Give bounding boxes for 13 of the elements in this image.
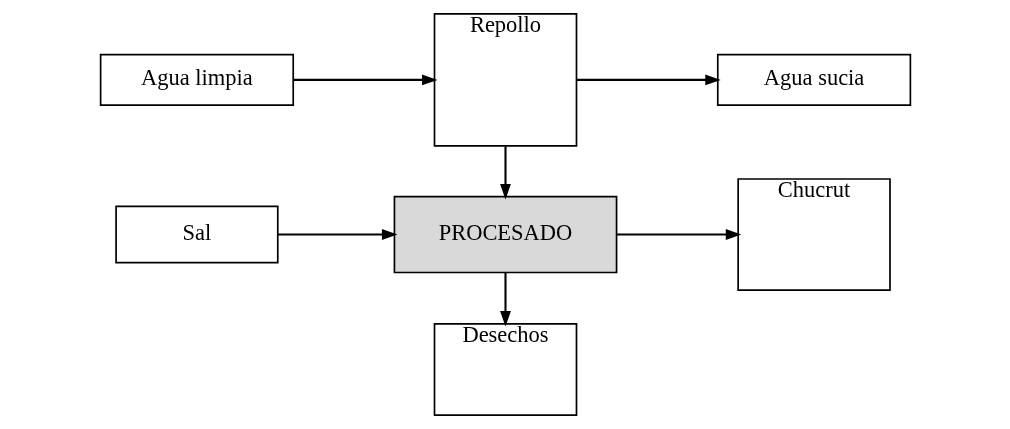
arrow xyxy=(616,229,741,240)
arrow xyxy=(499,146,511,200)
arrow xyxy=(576,74,721,86)
arrow xyxy=(277,229,397,240)
arrow xyxy=(292,74,437,86)
node-box: Sal xyxy=(114,205,279,264)
node-box: PROCESADO xyxy=(393,195,617,274)
node-box: Agua sucia xyxy=(716,53,911,107)
node-box: Desechos xyxy=(433,322,577,417)
node-box: Repollo xyxy=(433,12,577,147)
node-box: Chucrut xyxy=(736,178,891,291)
node-box: Agua limpia xyxy=(99,53,294,107)
arrow xyxy=(499,272,511,327)
